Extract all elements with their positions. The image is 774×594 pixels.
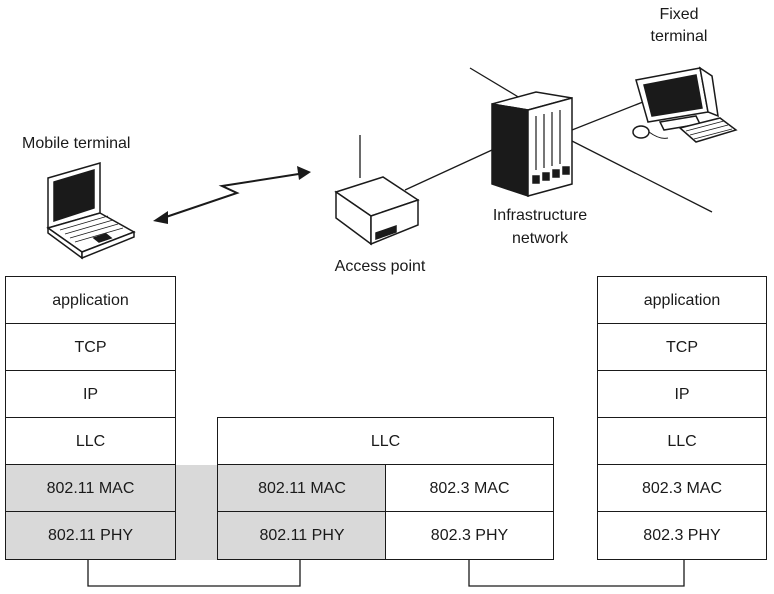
fixed-layer-tcp: TCP [597, 323, 767, 372]
fixed-layer-phy: 802.3 PHY [597, 511, 767, 560]
desktop-computer-icon [632, 66, 738, 143]
access-point-label: Access point [334, 258, 426, 275]
ap-layer-llc: LLC [217, 417, 554, 466]
fixed-layer-mac: 802.3 MAC [597, 464, 767, 513]
mobile-layer-ip: IP [5, 370, 176, 419]
wireless-phy-link [87, 560, 301, 587]
server-rack-icon [491, 91, 573, 198]
access-point-icon [334, 176, 420, 246]
mobile-layer-tcp: TCP [5, 323, 176, 372]
fixed-terminal-label-line1: Fixed [659, 6, 699, 23]
ap-layer-wireless-phy: 802.11 PHY [217, 511, 387, 560]
fixed-layer-ip: IP [597, 370, 767, 419]
mobile-layer-llc: LLC [5, 417, 176, 466]
wireless-link-icon [153, 166, 311, 224]
fixed-layer-llc: LLC [597, 417, 767, 466]
fixed-layer-application: application [597, 276, 767, 325]
infra-cable-top [469, 67, 521, 99]
mobile-layer-phy: 802.11 PHY [5, 511, 176, 560]
mobile-layer-mac: 802.11 MAC [5, 464, 176, 513]
infrastructure-label-line2: network [511, 230, 569, 247]
ap-layer-wired-mac: 802.3 MAC [385, 464, 554, 513]
infrastructure-label-line1: Infrastructure [492, 207, 588, 224]
mobile-layer-application: application [5, 276, 176, 325]
wired-phy-link [468, 560, 685, 587]
fixed-terminal-label-line2: terminal [650, 28, 708, 45]
laptop-icon [46, 162, 136, 260]
ap-to-infra-cable [404, 149, 493, 191]
ap-layer-wireless-mac: 802.11 MAC [217, 464, 387, 513]
infra-cable-bottom [569, 139, 713, 213]
phy-bridge-band [176, 465, 218, 560]
mobile-terminal-label: Mobile terminal [22, 135, 131, 152]
infra-to-terminal-cable [571, 99, 649, 131]
ap-layer-wired-phy: 802.3 PHY [385, 511, 554, 560]
